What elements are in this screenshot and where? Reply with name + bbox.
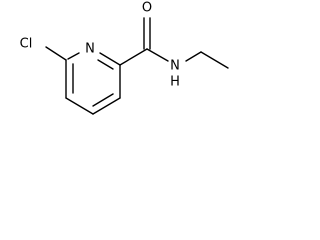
bond-c6-carbonyl <box>119 48 148 66</box>
bond-n-ethyl-ch2 <box>185 51 202 62</box>
bond-n1-c6 <box>99 52 121 66</box>
pyridine-ring <box>65 52 121 115</box>
substituent-bonds <box>45 17 229 69</box>
atom-ring-nitrogen: N <box>85 42 95 57</box>
bond-c5-c4 <box>92 97 121 115</box>
atom-chlorine: Cl <box>20 37 33 52</box>
bond-ethyl-ch2-ch3 <box>200 51 229 69</box>
atom-labels: Cl N O N H <box>20 1 180 90</box>
atom-amide-nitrogen: N <box>170 59 180 74</box>
bond-c2-n1 <box>67 52 80 60</box>
structure-diagram: Cl N O N H <box>20 1 229 115</box>
bond-n1-c6-inner <box>97 59 114 70</box>
bond-c4-c3 <box>65 97 94 115</box>
atom-carbonyl-oxygen: O <box>142 1 152 16</box>
bond-c2-cl <box>45 46 67 61</box>
bond-c5-c4-inner <box>92 93 114 107</box>
bond-carbonyl-n <box>146 48 169 62</box>
atom-amide-hydrogen: H <box>170 75 180 90</box>
